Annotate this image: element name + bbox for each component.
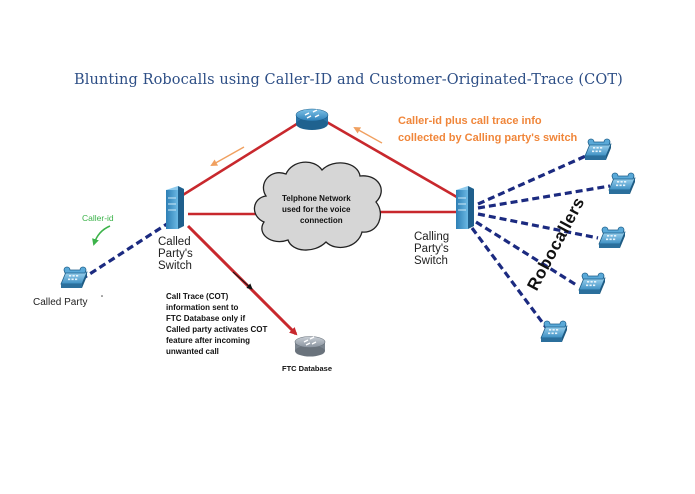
orange-arrow-left bbox=[210, 146, 245, 166]
note-line: Called party activates COT bbox=[166, 325, 268, 334]
phone-icon bbox=[578, 272, 606, 295]
note-line: collected by Calling party's switch bbox=[398, 132, 578, 144]
note-line: unwanted call bbox=[166, 347, 219, 356]
calling-party-switch-label: Calling Party's Switch bbox=[414, 231, 449, 267]
label-line: Party's bbox=[158, 248, 193, 260]
page-title: Blunting Robocalls using Caller-ID and C… bbox=[74, 72, 623, 88]
database-router-icon bbox=[294, 336, 326, 357]
note-line: feature after incoming bbox=[166, 336, 251, 345]
label-line: Telphone Network bbox=[282, 194, 351, 203]
label-line: Calling bbox=[414, 231, 450, 243]
label-line: Called bbox=[158, 236, 191, 248]
cloud-icon bbox=[253, 161, 382, 251]
black-arrow bbox=[232, 271, 253, 290]
router-icon bbox=[295, 108, 329, 130]
phone-icon bbox=[608, 172, 636, 195]
cot-note: Call Trace (COT) information sent to FTC… bbox=[166, 291, 267, 357]
phone-icon bbox=[540, 320, 568, 343]
ftc-database-label: FTC Database bbox=[282, 364, 333, 373]
label-line: connection bbox=[300, 216, 343, 225]
called-party-label: Called Party bbox=[33, 297, 88, 308]
called-party-switch-label: Called Party's Switch bbox=[158, 236, 193, 272]
label-line: Switch bbox=[414, 255, 448, 267]
marker-dot bbox=[101, 295, 103, 297]
label-line: used for the voice bbox=[282, 205, 351, 214]
orange-arrow-right bbox=[353, 127, 383, 144]
phone-icon bbox=[60, 266, 88, 289]
phone-icon bbox=[598, 226, 626, 249]
network-label: Telphone Network used for the voice conn… bbox=[282, 193, 351, 226]
called-party-link bbox=[84, 220, 171, 279]
caller-id-trace-note: Caller-id plus call trace info collected… bbox=[398, 113, 577, 147]
switch-icon bbox=[166, 186, 184, 229]
caller-id-label: Caller-id bbox=[82, 213, 114, 223]
label-line: Party's bbox=[414, 243, 449, 255]
note-line: FTC Database only if bbox=[166, 314, 246, 323]
label-line: Switch bbox=[158, 260, 192, 272]
note-line: Caller-id plus call trace info bbox=[398, 115, 542, 127]
note-line: Call Trace (COT) bbox=[166, 292, 229, 301]
note-line: information sent to bbox=[166, 303, 239, 312]
robocaller-links bbox=[470, 153, 611, 331]
switch-icon bbox=[456, 186, 474, 229]
phone-icon bbox=[584, 138, 612, 161]
green-arrow bbox=[92, 225, 111, 246]
